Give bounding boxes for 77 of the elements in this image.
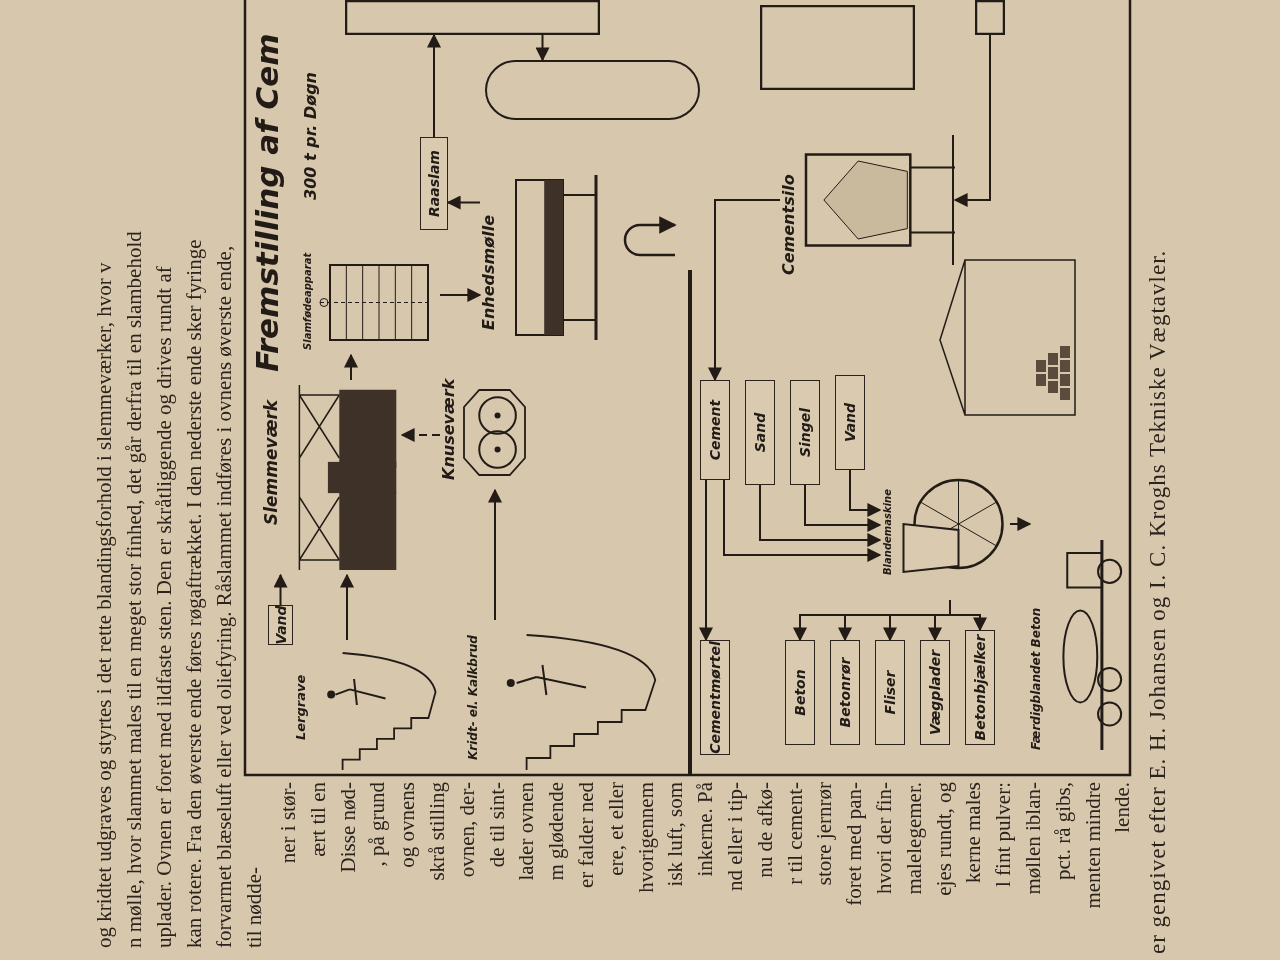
pipe-arrow [344, 353, 358, 381]
station-label: Enhedsmølle [480, 214, 498, 330]
pipe-arrow [273, 573, 288, 606]
material-box: Cement [700, 380, 730, 480]
body-text-line: og ovnens [395, 782, 420, 870]
body-text-line: ovnen, der- [454, 782, 479, 880]
body-text-line: uplader. Ovnen er foret med ildfaste sten. Den er skråtliggende og drives rundt af [152, 266, 176, 948]
material-box: Fliser [875, 640, 905, 745]
body-text-line: malelegemer. [901, 782, 926, 897]
body-text-line: lader ovnen [514, 782, 539, 883]
body-text-line: foret med pan- [842, 782, 867, 908]
station-label: Kridt- el. Kalkbrud [467, 635, 481, 760]
body-text-line: kerne males [961, 782, 986, 885]
station-label: Knuseværk [440, 378, 458, 480]
material-box: Sand [745, 380, 775, 485]
body-text-line: , på grund [365, 782, 390, 869]
body-text-line: og kridtet udgraves og styrtes i det rette blandingsforhold i slemmeværker, hvor v [92, 262, 116, 948]
body-text-line: Disse nød- [335, 782, 360, 875]
body-text-line: er falder ned [574, 782, 598, 891]
body-text-line: de til sint- [484, 782, 509, 870]
body-text-line: menten mindre [1080, 782, 1105, 911]
body-text-line: isk luft, som [663, 782, 688, 889]
body-text-line: pct. rå gibs, [1050, 782, 1075, 882]
body-text-line: lende. [1110, 782, 1135, 835]
pipe-arrow [699, 479, 713, 642]
pipe-arrow [723, 479, 882, 562]
body-text-line: ært til en [305, 782, 330, 859]
pipe-arrow [427, 33, 441, 138]
body-text-line: nu de afkø- [752, 782, 777, 880]
material-box: Betonbjælker [965, 630, 995, 745]
pipe-arrow [439, 288, 482, 302]
body-text-line: nd eller i tip- [723, 782, 747, 894]
material-box: Raaslam [420, 137, 448, 230]
pipe-arrow [949, 599, 987, 632]
station-label: Færdigblandet Beton [1030, 607, 1044, 750]
pipe-arrow [340, 573, 354, 641]
pipe-arrow [849, 469, 882, 517]
material-box: Vand [835, 375, 865, 470]
pipe-arrow [708, 199, 781, 382]
body-text-line: r til cement- [782, 782, 807, 887]
station-label: Cementsilo [780, 174, 798, 275]
material-box: Cementmørtel [700, 640, 730, 755]
material-box: Betonrør [830, 640, 860, 745]
material-box: Vægplader [920, 640, 950, 745]
pipe-arrow [804, 484, 882, 532]
pipe-arrow [759, 484, 882, 547]
material-box: Beton [785, 640, 815, 745]
body-text-line: kan rotere. Fra den øverste ende føres røgaftrækket. I den nederste ende sker fyringe [182, 239, 206, 948]
pipe-arrow [400, 428, 441, 442]
body-text-line: ner i stør- [276, 782, 300, 866]
pipe-arrow [488, 488, 502, 621]
body-text-line: m glødende [544, 782, 569, 883]
body-text-line: forvarmet blæseluft eller ved oliefyring. Råslammet indføres i ovnens øverste ende, [212, 245, 236, 948]
figure-caption: er gengivet efter E. H. Johansen og I. C. Kroghs Tekniske Vægtavler. [1146, 249, 1170, 954]
body-text-line: ejes rundt, og [931, 782, 956, 898]
body-text-line: l fint pulver: [991, 782, 1016, 889]
pipe-arrow [1009, 517, 1032, 531]
body-text-line: hvorigennem [633, 782, 658, 895]
body-text-line: til nødde- [242, 866, 266, 948]
station-label: Slamfødeapparat [302, 252, 313, 350]
pipe-arrow [446, 195, 481, 210]
body-text-line: inkerne. På [693, 782, 718, 879]
material-box: Singel [790, 380, 820, 485]
material-box: Vand [268, 605, 293, 645]
station-label: Blandemaskine [882, 489, 893, 575]
diagram-title: Fremstilling af Cem [250, 33, 285, 372]
pipe-arrow [535, 34, 550, 62]
body-text-line: skrå stilling [425, 782, 449, 883]
body-text-line: ere, et eller [603, 782, 628, 878]
pipe-arrow [953, 34, 991, 207]
subtitle: 300 t pr. Døgn [302, 72, 320, 200]
body-text-line: n mølle, hvor slammet males til en meget stor finhed, det går derfra til en slambehold [122, 231, 146, 948]
station-label: Lergrave [294, 674, 309, 740]
station-label: Slemmeværk [262, 399, 281, 525]
body-text-line: store jernrør [812, 782, 837, 888]
body-text-line: møllen iblan- [1021, 782, 1045, 897]
body-text-line: hvori der fin- [872, 782, 896, 896]
